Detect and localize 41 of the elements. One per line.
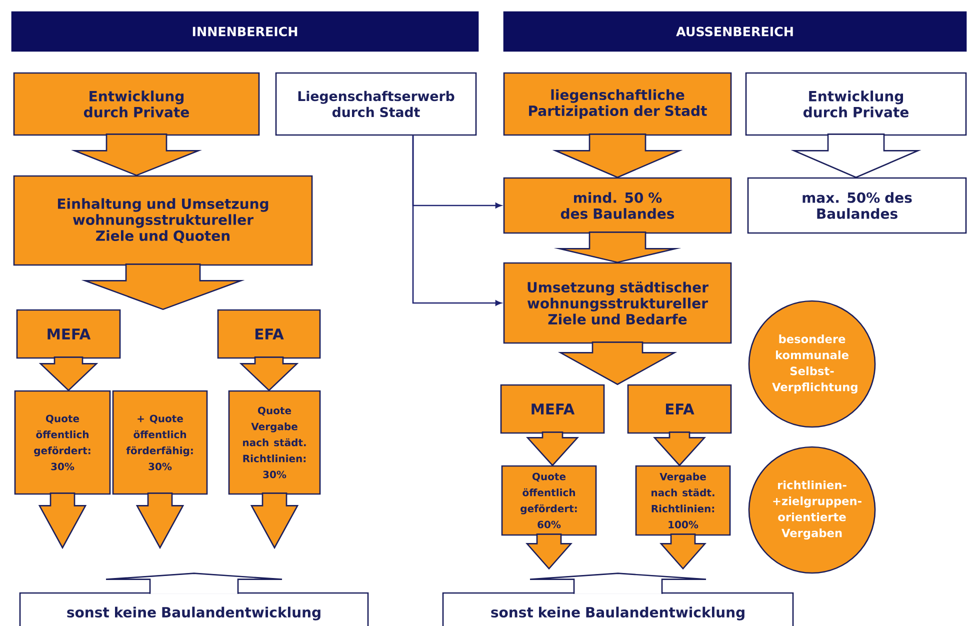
block-arrow <box>554 232 682 264</box>
process-box: mind. 50 % des Baulandes <box>503 177 732 234</box>
block-arrow <box>239 356 299 392</box>
process-box: Quote Vergabe nach städt. Richtlinien: 30% <box>228 390 321 495</box>
process-box: Liegenschaftserwerb durch Stadt <box>275 72 477 136</box>
block-arrow <box>38 492 87 550</box>
header-band: INNENBEREICH <box>11 11 479 52</box>
block-arrow <box>38 356 98 392</box>
block-arrow <box>558 342 678 386</box>
block-arrow <box>653 432 706 466</box>
block-arrow <box>552 134 683 178</box>
process-box: EFA <box>217 309 321 359</box>
process-box: Entwicklung durch Private <box>745 72 967 136</box>
process-box: Umsetzung städtischer wohnungsstruktureller Ziele und Bedarfe <box>503 262 732 344</box>
process-box: MEFA <box>16 309 121 359</box>
process-box: Einhaltung und Umsetzung wohnungsstruktureller Ziele und Quoten <box>13 175 313 266</box>
process-box: sonst keine Baulandentwicklung <box>442 592 794 626</box>
block-arrow <box>71 134 202 176</box>
process-box: + Quote öffentlich förderfähig: 30% <box>112 390 208 495</box>
process-box: Quote öffentlich gefördert: 60% <box>501 465 597 536</box>
block-arrow <box>250 492 299 550</box>
block-arrow <box>790 134 922 178</box>
process-box: sonst keine Baulandentwicklung <box>19 592 369 626</box>
process-box: Entwicklung durch Private <box>13 72 260 136</box>
block-arrow <box>660 534 706 570</box>
process-box: Vergabe nach städt. Richtlinien: 100% <box>635 465 731 536</box>
block-arrow <box>526 534 572 570</box>
block-arrow <box>526 432 579 466</box>
connector-arrow <box>412 136 502 306</box>
block-arrow <box>81 264 245 310</box>
process-box: MEFA <box>500 384 605 434</box>
process-box: liegenschaftliche Partizipation der Stadt <box>503 72 732 136</box>
block-arrow <box>136 492 184 550</box>
header-band: AUSSENBEREICH <box>503 11 967 52</box>
process-box: max. 50% des Baulandes <box>747 177 967 234</box>
circle-badge: richtlinien- +zielgruppen- orientierte Vergaben <box>748 446 876 574</box>
circle-badge: besondere kommunale Selbst- Verpflichtung <box>748 300 876 428</box>
process-box: Quote öffentlich gefördert: 30% <box>14 390 111 495</box>
process-box: EFA <box>627 384 732 434</box>
block-arrow <box>529 572 707 595</box>
block-arrow <box>105 572 283 595</box>
